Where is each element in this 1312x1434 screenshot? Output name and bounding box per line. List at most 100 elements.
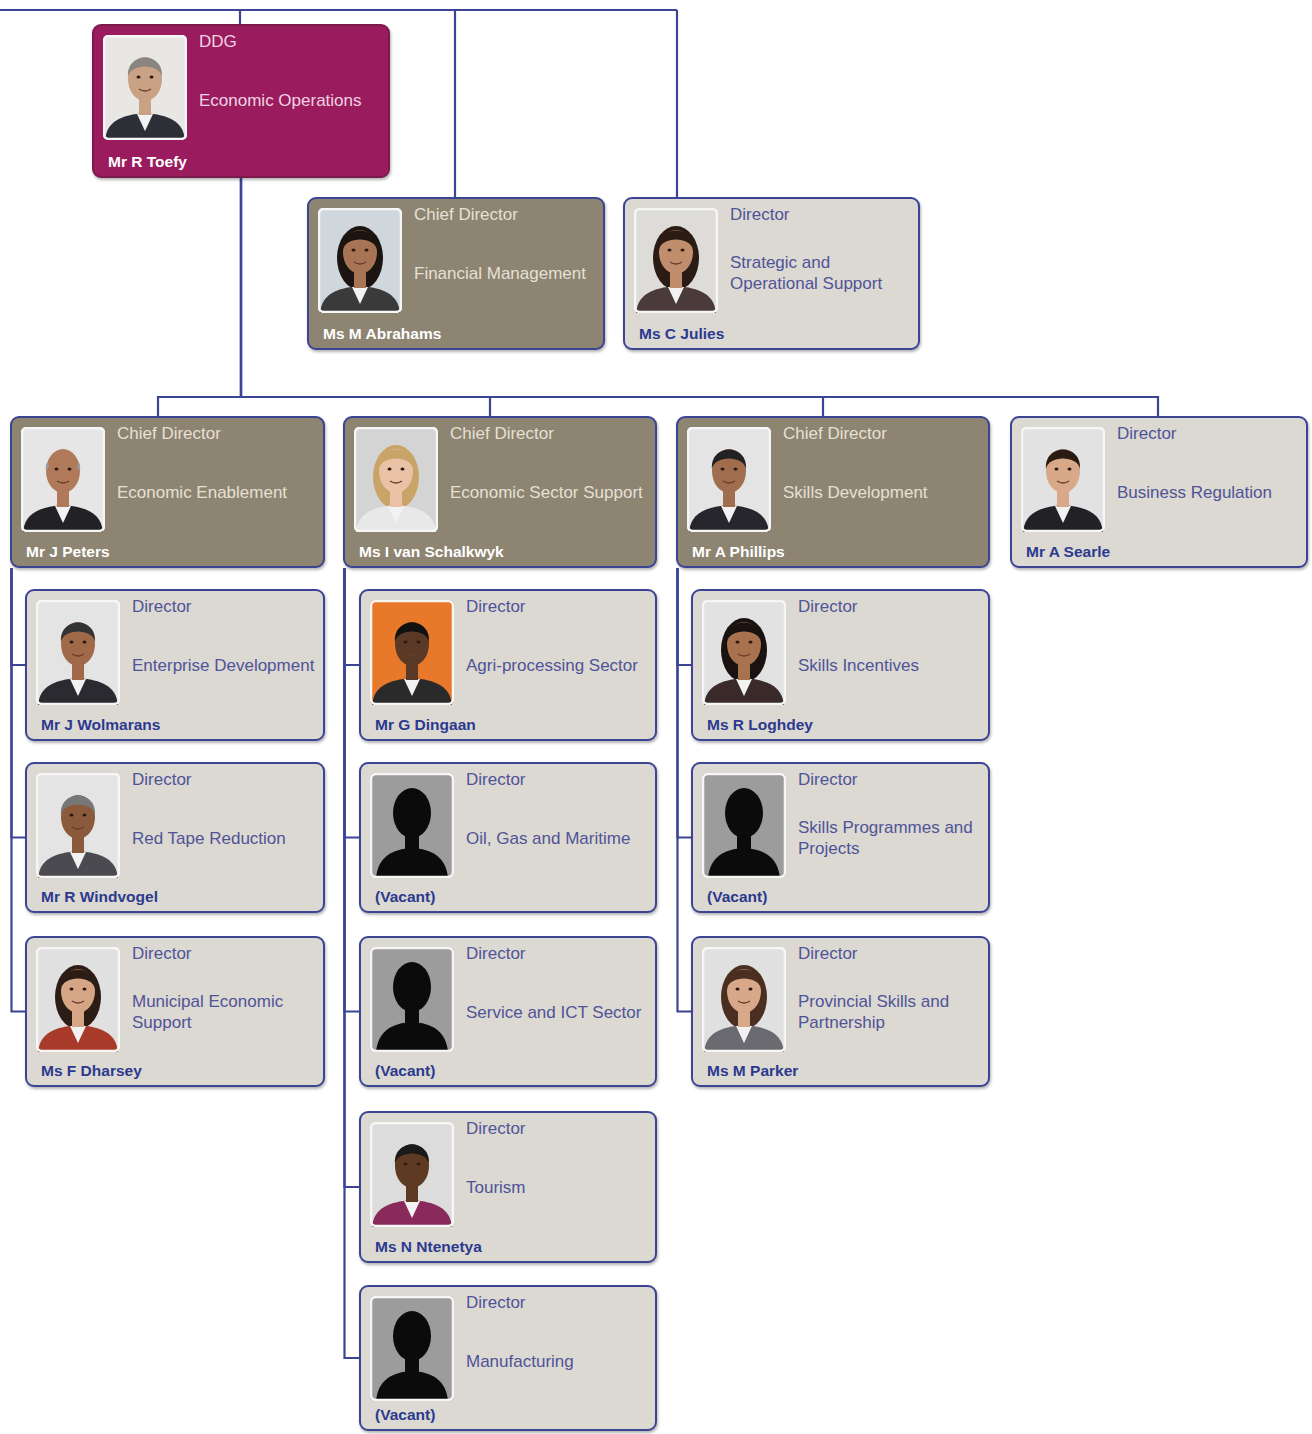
org-box: DirectorTourism Ms N Ntenetya [359, 1111, 657, 1263]
portrait-photo [318, 208, 402, 313]
portrait-photo [702, 773, 786, 878]
unit-name: Enterprise Development [132, 655, 315, 676]
org-box: DirectorManufacturing(Vacant) [359, 1285, 657, 1431]
role-title: Director [466, 1292, 647, 1313]
portrait-photo [370, 1122, 454, 1227]
portrait-photo [103, 35, 187, 140]
org-connector [12, 568, 26, 1012]
role-title: Chief Director [783, 423, 980, 444]
org-connector [12, 568, 26, 665]
portrait-photo [370, 773, 454, 878]
org-connector [345, 568, 360, 1187]
portrait-photo [370, 1296, 454, 1401]
person-name: (Vacant) [375, 886, 655, 907]
person-name: Ms F Dharsey [41, 1060, 323, 1081]
role-title: Chief Director [450, 423, 647, 444]
org-box: DirectorProvincial Skills and Partnershi… [691, 936, 990, 1087]
person-name: Mr R Windvogel [41, 886, 323, 907]
org-connector [678, 568, 692, 665]
person-name: (Vacant) [375, 1060, 655, 1081]
unit-name: Red Tape Reduction [132, 828, 315, 849]
unit-name: Oil, Gas and Maritime [466, 828, 647, 849]
org-box: DirectorStrategic and Operational Suppor… [623, 197, 920, 350]
org-connector [678, 568, 692, 838]
person-name: (Vacant) [375, 1404, 655, 1425]
unit-name: Tourism [466, 1177, 647, 1198]
unit-name: Economic Operations [199, 90, 380, 111]
person-name: Ms R Loghdey [707, 714, 988, 735]
org-connector [345, 568, 360, 838]
org-box: DirectorEnterprise Development Mr J Wolma… [25, 589, 325, 741]
role-title: Director [132, 596, 315, 617]
person-name: Mr R Toefy [108, 151, 388, 172]
org-box: Chief DirectorSkills DevelopmentMr A Phi… [676, 416, 990, 568]
role-title: Director [798, 943, 980, 964]
unit-name: Economic Enablement [117, 482, 315, 503]
person-name: Ms N Ntenetya [375, 1236, 655, 1257]
org-box: DDG Economic Operations Mr R Toefy [92, 24, 390, 178]
unit-name: Service and ICT Sector [466, 1002, 647, 1023]
person-name: (Vacant) [707, 886, 988, 907]
unit-name: Agri-processing Sector [466, 655, 647, 676]
portrait-photo [634, 208, 718, 313]
portrait-photo [36, 600, 120, 705]
unit-name: Municipal Economic Support [132, 991, 315, 1033]
role-title: DDG [199, 31, 380, 52]
role-title: Director [132, 943, 315, 964]
org-connector [12, 568, 26, 838]
portrait-photo [702, 600, 786, 705]
role-title: Chief Director [117, 423, 315, 444]
role-title: Director [730, 204, 910, 225]
person-name: Mr J Wolmarans [41, 714, 323, 735]
org-box: DirectorSkills Incentives Ms R Loghdey [691, 589, 990, 741]
org-box: DirectorBusiness Regulation Mr A Searle [1010, 416, 1308, 568]
person-name: Ms C Julies [639, 323, 918, 344]
unit-name: Skills Programmes and Projects [798, 817, 980, 859]
person-name: Ms M Abrahams [323, 323, 603, 344]
role-title: Director [132, 769, 315, 790]
unit-name: Provincial Skills and Partnership [798, 991, 980, 1033]
role-title: Director [798, 769, 980, 790]
role-title: Director [1117, 423, 1298, 444]
portrait-photo [702, 947, 786, 1052]
org-box: Chief DirectorEconomic Enablement Mr J Pe… [10, 416, 325, 568]
org-box: DirectorAgri-processing Sector Mr G Dinga… [359, 589, 657, 741]
org-box: DirectorService and ICT Sector (Vacant) [359, 936, 657, 1087]
org-connector [678, 568, 692, 1012]
portrait-photo [1021, 427, 1105, 532]
unit-name: Business Regulation [1117, 482, 1298, 503]
role-title: Director [466, 769, 647, 790]
person-name: Mr J Peters [26, 541, 323, 562]
role-title: Director [798, 596, 980, 617]
portrait-photo [21, 427, 105, 532]
portrait-photo [36, 947, 120, 1052]
unit-name: Skills Incentives [798, 655, 980, 676]
org-box: DirectorSkills Programmes and Projects (V… [691, 762, 990, 913]
role-title: Chief Director [414, 204, 595, 225]
unit-name: Skills Development [783, 482, 980, 503]
org-connector [345, 568, 360, 665]
role-title: Director [466, 943, 647, 964]
org-connector [241, 178, 1158, 416]
org-connector [345, 568, 360, 1358]
unit-name: Strategic and Operational Support [730, 252, 910, 294]
role-title: Director [466, 1118, 647, 1139]
org-box: Chief DirectorEconomic Sector Support Ms … [343, 416, 657, 568]
unit-name: Economic Sector Support [450, 482, 647, 503]
portrait-photo [36, 773, 120, 878]
bus-line [0, 10, 677, 197]
portrait-photo [370, 600, 454, 705]
org-connector [158, 178, 241, 416]
portrait-photo [354, 427, 438, 532]
org-connector [345, 568, 360, 1012]
person-name: Mr G Dingaan [375, 714, 655, 735]
person-name: Mr A Searle [1026, 541, 1306, 562]
role-title: Director [466, 596, 647, 617]
portrait-photo [370, 947, 454, 1052]
org-box: DirectorOil, Gas and Maritime (Vacant) [359, 762, 657, 913]
org-box: DirectorRed Tape Reduction Mr R Windvogel [25, 762, 325, 913]
portrait-photo [687, 427, 771, 532]
person-name: Ms M Parker [707, 1060, 988, 1081]
person-name: Ms I van Schalkwyk [359, 541, 655, 562]
